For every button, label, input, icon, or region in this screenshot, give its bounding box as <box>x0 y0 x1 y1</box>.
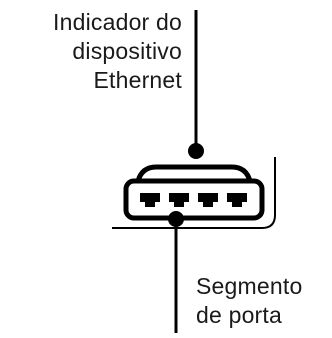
switch-shadow-outline <box>112 157 276 229</box>
port-row <box>140 193 247 207</box>
port-segment-label-line-2: de porta <box>196 302 282 328</box>
device-indicator-dot <box>188 143 204 159</box>
ethernet-port-icon <box>169 193 189 207</box>
port-segment-label: Segmento de porta <box>196 272 302 330</box>
device-indicator-label-line-2: dispositivo <box>72 38 182 64</box>
ethernet-port-icon <box>198 193 218 207</box>
device-indicator-label: Indicador do dispositivo Ethernet <box>53 8 182 95</box>
ethernet-port-icon <box>140 193 160 207</box>
device-indicator-label-line-1: Indicador do <box>53 9 182 35</box>
port-segment-label-line-1: Segmento <box>196 273 303 299</box>
ethernet-port-icon <box>227 193 247 207</box>
device-indicator-label-line-3: Ethernet <box>93 67 182 93</box>
ethernet-switch-icon <box>123 164 265 221</box>
